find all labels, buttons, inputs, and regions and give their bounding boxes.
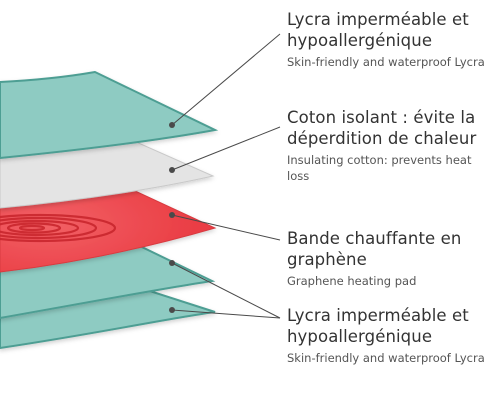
label-heater-en: Graphene heating pad: [287, 274, 417, 288]
leader-dots: [169, 122, 175, 313]
leader-line-heater: [171, 214, 281, 241]
label-bottom-lycra-en: Skin-friendly and waterproof Lycra: [287, 351, 485, 365]
label-cotton-fr: Coton isolant : évite la déperdition de …: [287, 108, 477, 148]
label-top-lycra-en: Skin-friendly and waterproof Lycra: [287, 55, 485, 69]
leader-line-middle-lycra: [171, 262, 281, 319]
leader-line-cotton: [171, 126, 281, 171]
leader-dot-top-lycra: [169, 122, 175, 128]
lycra-top-layer: [0, 70, 219, 160]
leader-dot-bottom-lycra: [169, 307, 175, 313]
leader-lines: [171, 33, 281, 319]
label-heater-fr: Bande chauffante en graphène: [287, 229, 462, 269]
leader-dot-cotton: [169, 167, 175, 173]
label-bottom-lycra-fr: Lycra imperméable et hypoallergénique: [287, 306, 469, 346]
label-cotton-en: Insulating cotton: prevents heat loss: [287, 153, 472, 183]
label-heater: Bande chauffante en graphène Graphene he…: [287, 228, 497, 289]
leader-dot-heater: [169, 212, 175, 218]
label-cotton: Coton isolant : évite la déperdition de …: [287, 107, 497, 184]
heating-coil-rings: [0, 213, 117, 243]
leader-line-bottom-lycra: [171, 309, 281, 319]
label-top-lycra-fr: Lycra imperméable et hypoallergénique: [287, 10, 469, 50]
leader-line-top-lycra: [171, 33, 281, 126]
leader-dot-middle-lycra: [169, 260, 175, 266]
label-top-lycra: Lycra imperméable et hypoallergénique Sk…: [287, 9, 497, 70]
label-bottom-lycra: Lycra imperméable et hypoallergénique Sk…: [287, 305, 497, 366]
